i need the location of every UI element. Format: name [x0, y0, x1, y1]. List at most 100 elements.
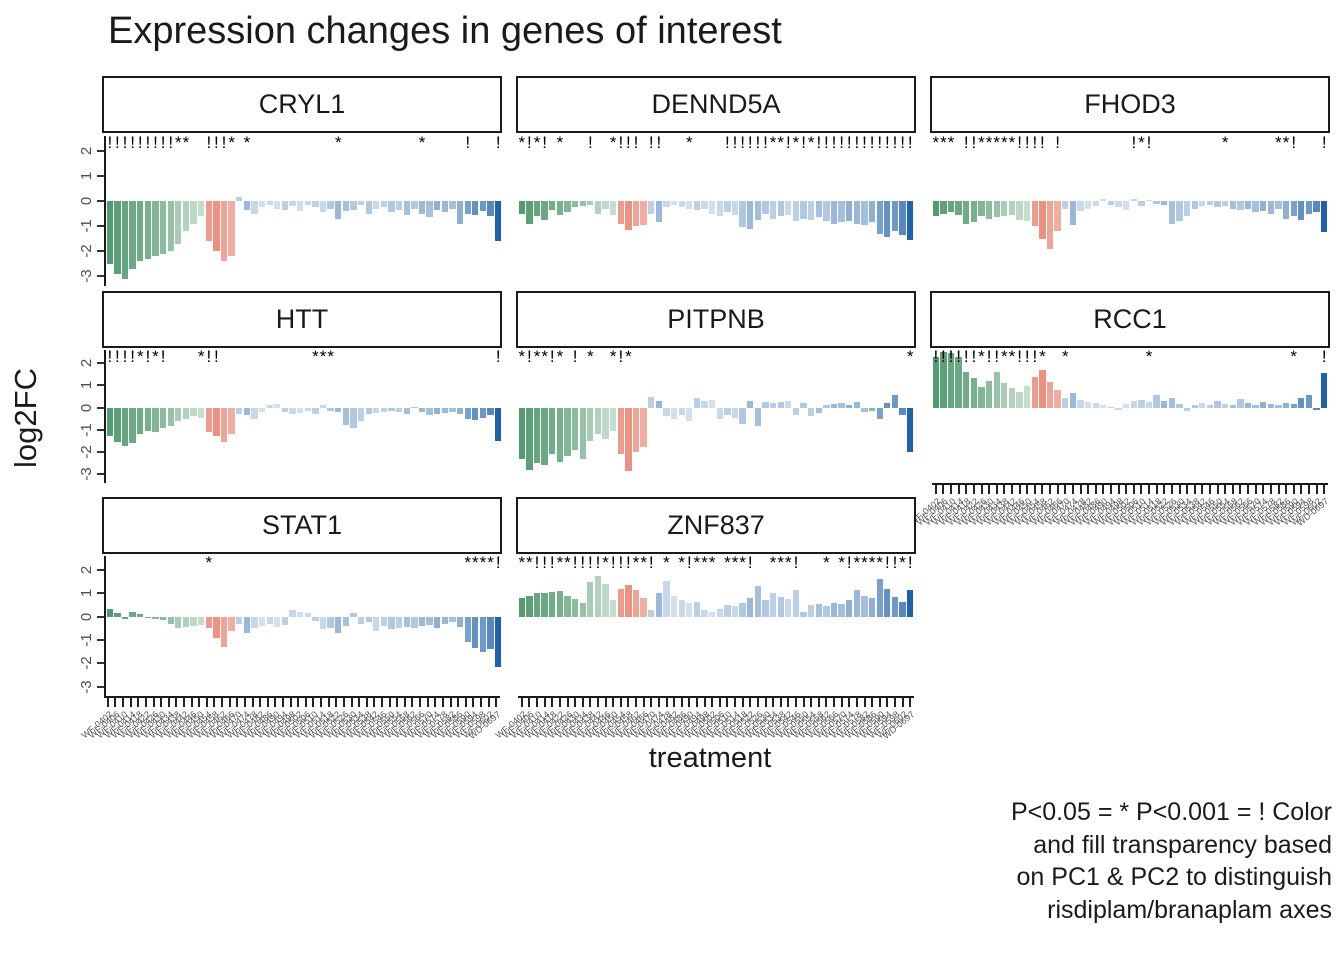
- x-axis-tick: [152, 698, 155, 707]
- bar-DENND5A-5: [556, 201, 563, 215]
- significance-marker: *: [947, 133, 955, 152]
- bar-STAT1-21: [266, 616, 273, 624]
- significance-marker: !: [495, 133, 501, 152]
- x-axis-tick: [426, 698, 429, 707]
- x-axis-tick: [863, 698, 866, 707]
- bar-DENND5A-37: [800, 201, 807, 219]
- x-axis-tick: [1269, 485, 1272, 494]
- x-axis-tick: [680, 698, 683, 707]
- x-axis-tick: [878, 698, 881, 707]
- bar-HTT-37: [388, 407, 395, 411]
- bar-RCC1-29: [1153, 395, 1160, 408]
- bar-RCC1-38: [1221, 404, 1229, 408]
- x-axis-tick: [627, 698, 630, 707]
- bar-ZNF837-28: [731, 606, 739, 617]
- significance-marker: *: [678, 553, 686, 572]
- bar-HTT-39: [403, 407, 410, 415]
- bar-ZNF837-18: [655, 593, 662, 617]
- x-axis-tick: [787, 698, 790, 707]
- bar-CRYL1-22: [274, 201, 281, 209]
- bar-RCC1-13: [1031, 376, 1038, 408]
- bar-RCC1-36: [1206, 405, 1214, 408]
- x-axis-tick: [1208, 485, 1211, 494]
- bar-STAT1-6: [152, 616, 159, 619]
- y-axis-tick: [97, 150, 104, 152]
- bar-DENND5A-39: [815, 201, 822, 218]
- x-axis-tick: [1163, 485, 1166, 494]
- bar-FHOD3-25: [1122, 201, 1130, 210]
- significance-marker: *: [708, 553, 716, 572]
- x-axis-tick: [711, 698, 714, 707]
- bar-ZNF837-25: [708, 612, 716, 617]
- bar-ZNF837-34: [777, 596, 784, 617]
- x-axis-tick: [957, 485, 960, 494]
- bar-DENND5A-43: [846, 201, 853, 221]
- bar-DENND5A-26: [716, 201, 723, 216]
- bar-DENND5A-1: [526, 201, 533, 224]
- bar-STAT1-20: [258, 616, 266, 626]
- significance-marker: !: [801, 133, 806, 152]
- bar-HTT-31: [342, 407, 349, 426]
- x-axis-tick: [495, 698, 498, 707]
- y-axis-tick: [97, 639, 104, 641]
- bar-PITPNB-4: [549, 407, 556, 455]
- significance-marker: !: [587, 553, 593, 572]
- bar-ZNF837-48: [884, 588, 891, 617]
- x-axis-tick: [1109, 485, 1112, 494]
- bar-STAT1-2: [121, 616, 129, 620]
- bar-DENND5A-23: [693, 201, 701, 210]
- bar-FHOD3-13: [1031, 201, 1038, 226]
- bar-ZNF837-14: [625, 585, 632, 617]
- x-axis-tick: [266, 698, 269, 707]
- x-axis-tick: [596, 698, 599, 707]
- bar-ZNF837-51: [906, 589, 914, 617]
- significance-marker: *: [609, 133, 617, 152]
- y-axis-tick: [97, 175, 104, 177]
- bar-ZNF837-20: [670, 595, 678, 617]
- facet-strip-label: PITPNB: [667, 304, 765, 334]
- bar-FHOD3-23: [1107, 201, 1115, 205]
- significance-marker: !: [572, 347, 578, 366]
- bar-DENND5A-9: [587, 201, 594, 205]
- bar-DENND5A-33: [769, 201, 777, 219]
- significance-marker: *: [686, 133, 693, 152]
- bar-DENND5A-42: [838, 201, 845, 223]
- significance-marker: !: [1146, 133, 1152, 152]
- x-axis-tick: [566, 698, 569, 707]
- x-axis-tick: [950, 485, 953, 494]
- bar-DENND5A-36: [792, 201, 800, 221]
- significance-marker: !: [618, 133, 624, 152]
- significance-marker: !: [160, 133, 166, 152]
- bar-CRYL1-21: [266, 201, 273, 205]
- x-axis-tick: [342, 698, 345, 707]
- bar-STAT1-32: [350, 613, 357, 617]
- bar-ZNF837-24: [701, 609, 708, 617]
- x-axis-tick: [479, 698, 482, 707]
- bar-HTT-22: [274, 404, 281, 408]
- x-axis-tick: [1201, 485, 1204, 494]
- bar-STAT1-14: [213, 616, 220, 638]
- x-axis-tick: [942, 485, 945, 494]
- bar-HTT-26: [304, 407, 311, 411]
- significance-marker: !: [892, 553, 898, 572]
- bar-FHOD3-32: [1176, 201, 1183, 221]
- significance-marker: !: [130, 133, 136, 152]
- significance-marker: *: [182, 133, 190, 152]
- x-axis-tick: [756, 698, 759, 707]
- x-axis-tick: [1125, 485, 1128, 494]
- x-axis-tick: [635, 698, 638, 707]
- significance-marker: !: [656, 133, 662, 152]
- significance-marker: *: [632, 553, 640, 572]
- significance-marker: !: [740, 133, 746, 152]
- bar-HTT-3: [129, 407, 136, 444]
- bar-FHOD3-39: [1229, 201, 1236, 209]
- bar-RCC1-25: [1122, 404, 1130, 408]
- bar-ZNF837-35: [785, 599, 792, 617]
- bar-STAT1-22: [274, 616, 281, 628]
- bar-CRYL1-43: [434, 201, 441, 210]
- significance-marker: *: [663, 553, 670, 572]
- bar-CRYL1-13: [205, 201, 212, 241]
- facet-plot-RCC1: !!!!!!*!!**!!!****!: [932, 348, 1328, 483]
- facet-strip-RCC1: RCC1: [930, 291, 1330, 348]
- x-axis-tick: [1071, 485, 1074, 494]
